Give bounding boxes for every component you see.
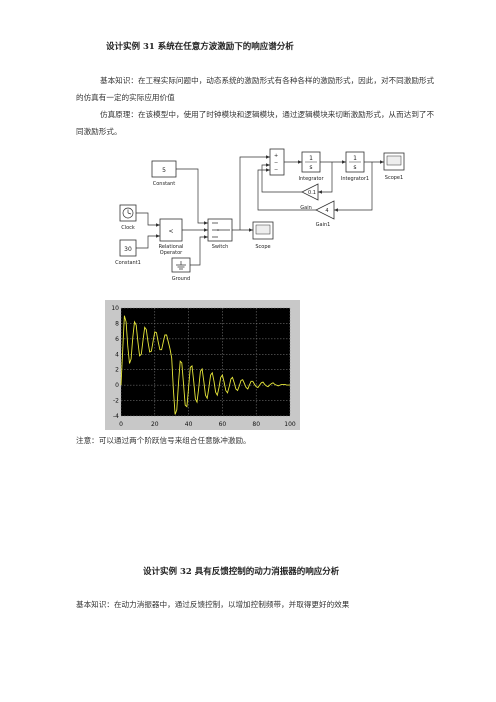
relational-operator-symbol: < [168, 228, 173, 235]
x-tick-label: 60 [219, 421, 227, 428]
switch-icon [212, 222, 230, 238]
y-tick-label: 10 [111, 305, 119, 312]
constant-value: 5 [162, 167, 166, 174]
x-tick-label: 100 [284, 421, 296, 428]
response-series-line [120, 315, 290, 415]
arrow-heads [156, 155, 384, 239]
integrator1-num: 1 [353, 155, 357, 162]
gain-label: Gain [300, 205, 312, 211]
clock-icon [122, 207, 134, 219]
x-tick-label: 0 [119, 421, 123, 428]
integrator1-label: Integrator1 [341, 176, 369, 182]
section-31-basics: 基本知识：在工程实际问题中，动态系统的激励形式有各种各样的激励形式，因此，对不同… [76, 76, 435, 102]
switch-pivot-icon [217, 229, 219, 231]
section-31-title: 设计实例 31 系统在任意方波激励下的响应谱分析 [106, 42, 294, 52]
ground-label: Ground [172, 276, 190, 282]
y-tick-label: 4 [115, 351, 119, 358]
constant1-value: 30 [124, 246, 132, 253]
gain-value: 0.1 [308, 190, 316, 196]
sum-sign-1: + [274, 153, 278, 159]
scope1-screen-icon [386, 155, 402, 166]
scope-screen-icon [255, 224, 271, 235]
y-tick-label: -4 [113, 413, 119, 420]
gain1-value: 4 [325, 208, 328, 214]
integrator1-den: s [353, 164, 356, 171]
y-tick-label: -2 [113, 398, 119, 405]
sum-sign-2: − [274, 160, 278, 166]
scope1-label: Scope1 [385, 175, 403, 181]
y-tick-label: 8 [115, 320, 119, 327]
integrator-label: Integrator [298, 176, 324, 182]
section-32-title: 设计实例 32 具有反馈控制的动力消振器的响应分析 [143, 567, 340, 577]
x-tick-label: 80 [252, 421, 260, 428]
ground-icon [176, 261, 186, 270]
section-31-principle: 仿真原理：在该模型中，使用了时钟模块和逻辑模块，通过逻辑模块来切断激励形式，从而… [76, 110, 435, 136]
y-tick-label: 2 [115, 367, 119, 374]
scope-label: Scope [255, 244, 270, 250]
note-text: 注意：可以通过两个阶跃信号来组合任意脉冲激励。 [76, 436, 251, 445]
plot-area [121, 308, 290, 416]
constant-label: Constant [153, 181, 176, 187]
constant1-label: Constant1 [115, 260, 141, 266]
clock-label: Clock [121, 225, 135, 231]
relational-operator-label-2: Operator [160, 250, 183, 256]
integrator-num: 1 [309, 155, 313, 162]
gain1-label: Gain1 [316, 222, 331, 228]
x-tick-label: 40 [185, 421, 193, 428]
y-tick-label: 6 [115, 336, 119, 343]
section-32-basics: 基本知识：在动力消振器中，通过反馈控制，以增加控制频带，并取得更好的效果 [76, 600, 350, 609]
x-tick-label: 20 [151, 421, 159, 428]
switch-label: Switch [212, 244, 229, 250]
sum-sign-3: − [274, 167, 278, 173]
y-tick-label: 0 [115, 382, 119, 389]
integrator-den: s [309, 164, 312, 171]
clock-hands-icon [127, 209, 132, 215]
relational-operator-label-1: Relational [159, 244, 184, 250]
